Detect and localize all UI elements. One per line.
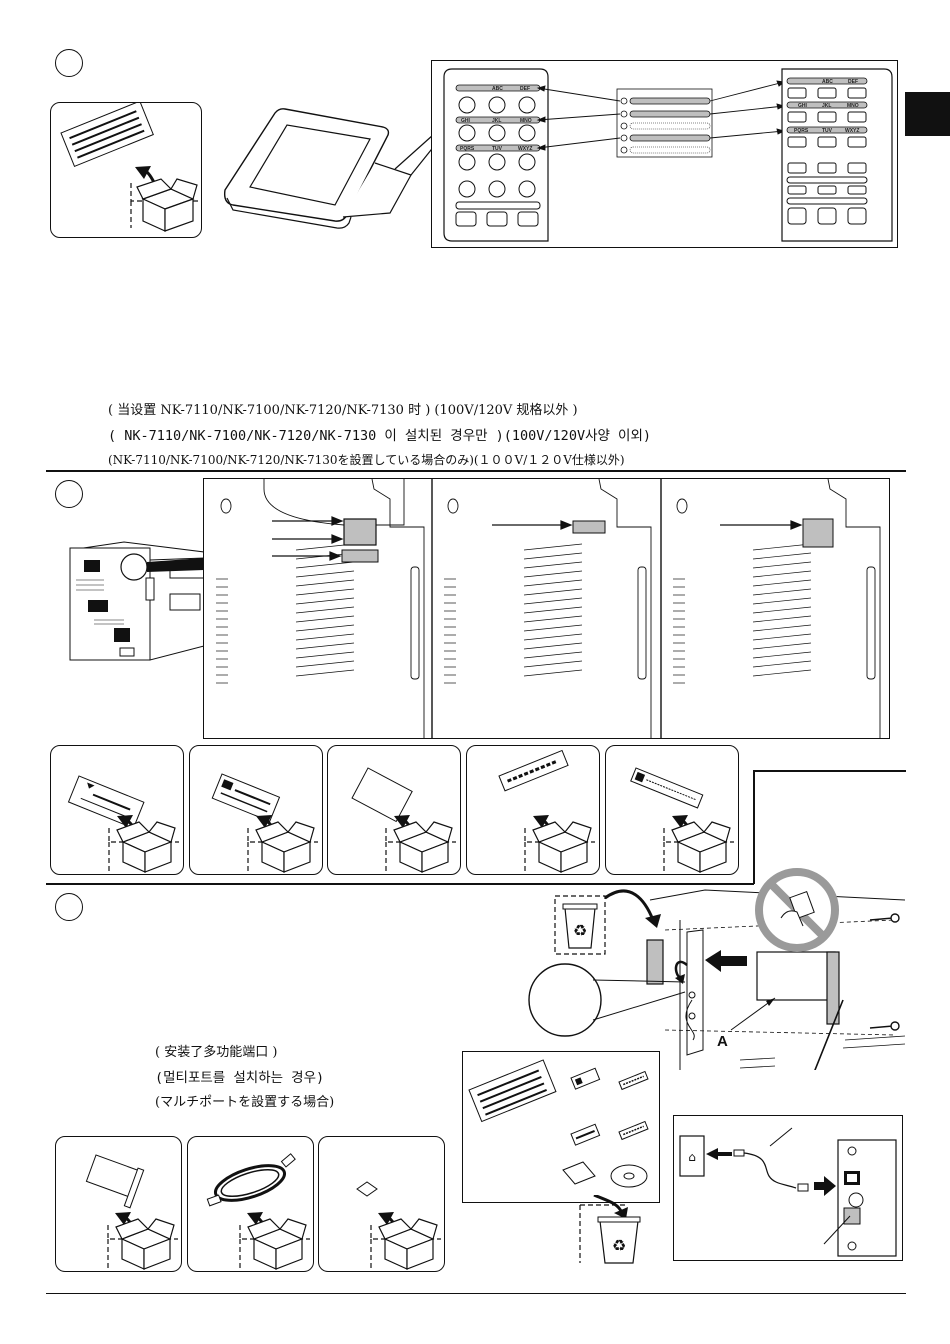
step-1-circle	[55, 49, 83, 77]
wall-jack	[679, 1135, 705, 1177]
operation-panel-illustration	[215, 105, 436, 230]
slot-cover	[646, 939, 664, 985]
supplied-parts-frame	[462, 1051, 660, 1203]
discard-area-outline	[554, 895, 606, 955]
unbox-item-3	[327, 745, 461, 875]
svg-text:⌂: ⌂	[688, 1150, 696, 1164]
right-key-label-wxyz: WXYZ	[845, 128, 859, 134]
blank-sheet-unboxing	[351, 767, 456, 873]
section-divider-1	[46, 470, 906, 472]
step-3-circle	[55, 893, 83, 921]
left-key-label-mno: MNO	[520, 118, 532, 124]
svg-text:♻: ♻	[573, 921, 587, 940]
label-card-unboxing	[211, 773, 318, 873]
left-key-label-tuv: TUV	[492, 146, 503, 152]
multiport-panel	[837, 1139, 897, 1257]
right-key-label-def: DEF	[848, 79, 858, 85]
left-key-label-def: DEF	[520, 86, 530, 92]
callout-label-a: A	[717, 1033, 728, 1050]
section-divider-2-riser	[753, 770, 755, 884]
unbox-item-4	[466, 745, 600, 875]
note-section3-ko: (멀티포트를 설치하는 경우)	[155, 1070, 325, 1086]
step1-label-sheet-box	[50, 102, 202, 238]
multiport-install-illustration: ♻	[525, 860, 906, 1121]
footer-rule	[46, 1293, 906, 1294]
unbox-item-5	[605, 745, 739, 875]
right-key-label-pqrs: PQRS	[794, 128, 809, 134]
port-circle	[848, 1192, 864, 1208]
label-position-frame	[203, 478, 890, 739]
fax-label-sheet-unboxing	[67, 775, 179, 873]
narrow-strip-label-unboxing	[630, 767, 734, 873]
detail-callout-circle	[528, 963, 602, 1037]
left-key-label-ghi: GHI	[461, 118, 471, 124]
cable-connection-frame: ⌂	[673, 1115, 903, 1261]
step-2-circle	[55, 480, 83, 508]
note-section2-ja: (NK-7110/NK-7100/NK-7120/NK-7130を設置している場…	[108, 453, 625, 467]
section-divider-2-top	[753, 770, 906, 772]
supplied-parts-illustration	[468, 1059, 649, 1188]
multiport-card-unboxing	[85, 1154, 178, 1270]
right-key-label-mno: MNO	[847, 103, 859, 109]
section-divider-2	[46, 883, 754, 885]
unbox-item-2	[189, 745, 323, 875]
strip-label-unboxing	[498, 749, 595, 873]
small-label-unboxing	[356, 1181, 441, 1270]
unbox-multiport-card	[55, 1136, 182, 1272]
unbox-item-1	[50, 745, 184, 875]
right-key-label-abc: ABC	[822, 79, 833, 85]
unbox-small-label	[318, 1136, 445, 1272]
keypad-detail-frame: ABC DEF GHI JKL MNO PQRS TUV WXYZ	[431, 60, 898, 248]
left-key-label-jkl: JKL	[492, 118, 501, 124]
label-position-panels	[216, 479, 881, 738]
cable-unboxing	[206, 1153, 310, 1270]
label-sheet-unboxing-illustration	[60, 103, 199, 232]
right-key-label-tuv: TUV	[822, 128, 833, 134]
svg-text:♻: ♻	[612, 1236, 626, 1255]
right-key-label-ghi: GHI	[798, 103, 808, 109]
keypad-label-diagram: ABC DEF GHI JKL MNO PQRS TUV WXYZ	[443, 68, 893, 242]
note-section2-zh: ( 当设置 NK-7110/NK-7100/NK-7120/NK-7130 时 …	[108, 403, 578, 418]
cable-connection-illustration: ⌂	[679, 1127, 897, 1257]
note-section2-ko: ( NK-7110/NK-7100/NK-7120/NK-7130 이 설치된 …	[108, 428, 652, 444]
note-section3-ja: (マルチポートを設置する場合)	[155, 1095, 335, 1110]
multiport-card	[756, 951, 836, 1001]
section-tab-marker	[905, 92, 950, 136]
left-key-label-abc: ABC	[492, 86, 503, 92]
right-key-label-jkl: JKL	[822, 103, 831, 109]
left-key-label-pqrs: PQRS	[460, 146, 475, 152]
left-key-label-wxyz: WXYZ	[518, 146, 532, 152]
discard-parts-illustration: ♻	[570, 1193, 660, 1265]
machine-rear-illustration	[64, 540, 209, 662]
unbox-cable	[187, 1136, 314, 1272]
note-section3-zh: ( 安装了多功能端口 )	[155, 1045, 278, 1060]
